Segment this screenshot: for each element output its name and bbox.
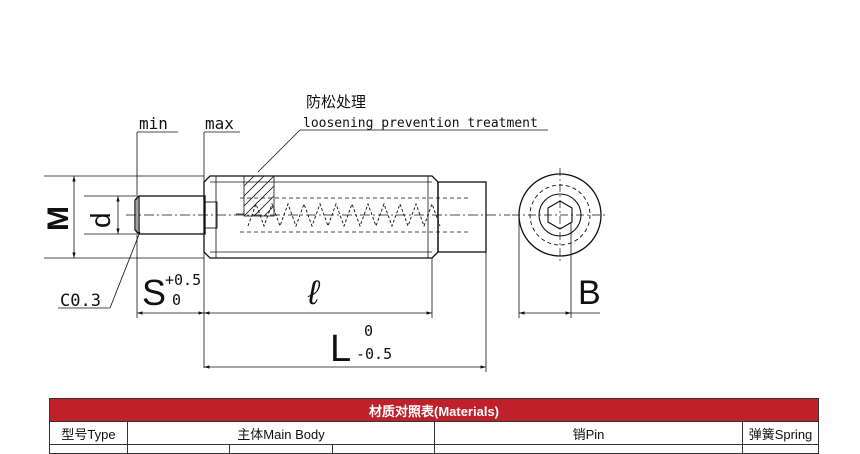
total-length-dimension <box>204 252 487 372</box>
technical-drawing: 防松处理 loosening prevention treatment min … <box>42 93 608 372</box>
chamfer-label: C0.3 <box>60 291 101 311</box>
header-pin: 销Pin <box>434 421 743 445</box>
materials-table-title: 材质对照表(Materials) <box>49 398 819 422</box>
d-label: d <box>85 212 116 228</box>
s-upper-tolerance: +0.5 <box>165 271 201 289</box>
total-length-upper-tolerance: 0 <box>364 322 373 340</box>
l-dimension <box>204 258 433 318</box>
b-label: B <box>578 274 601 312</box>
header-main-body: 主体Main Body <box>127 421 435 445</box>
table-row <box>49 444 819 454</box>
s-label: S <box>142 272 166 313</box>
m-label: M <box>42 206 75 231</box>
treatment-label-en: loosening prevention treatment <box>303 116 538 131</box>
total-length-lower-tolerance: -0.5 <box>356 345 392 363</box>
s-lower-tolerance: 0 <box>172 291 181 309</box>
header-spring: 弹簧Spring <box>742 421 819 445</box>
total-length-label: L <box>330 328 351 370</box>
min-label: min <box>139 114 168 133</box>
d-dimension <box>84 195 136 235</box>
treatment-label-cn: 防松处理 <box>306 93 366 111</box>
max-label: max <box>205 114 234 133</box>
b-dimension <box>518 215 600 318</box>
m-dimension <box>44 175 204 259</box>
loosening-treatment-zone <box>243 129 548 217</box>
plunger-end-view <box>512 168 608 262</box>
plunger-side-view <box>126 175 510 259</box>
header-type: 型号Type <box>49 421 128 445</box>
chamfer-leader <box>58 231 141 309</box>
l-label: ℓ <box>307 274 321 312</box>
min-max-extension-lines <box>136 131 240 368</box>
materials-table: 材质对照表(Materials) 型号Type 主体Main Body 销Pin… <box>49 398 819 454</box>
